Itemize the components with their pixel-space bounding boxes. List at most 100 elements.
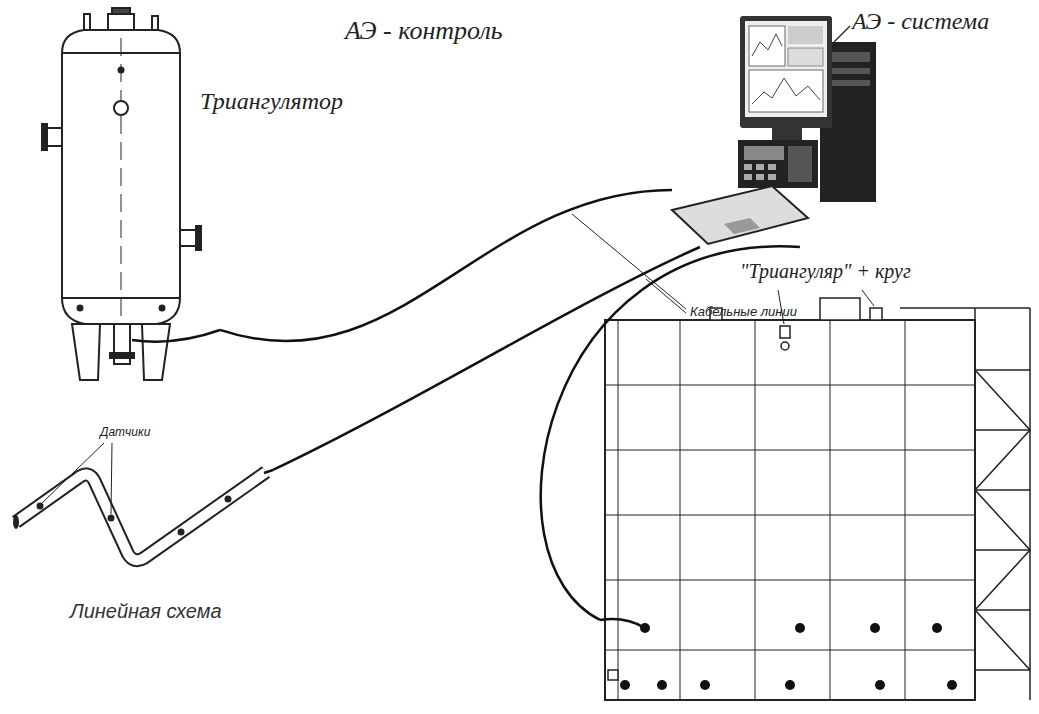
tank-illustration-part-part [605, 450, 975, 451]
tank-illustration-part-part [618, 320, 619, 700]
computer-illustration-part [740, 16, 832, 128]
tank-illustration-part-part [785, 680, 795, 690]
pipe-illustration-part [16, 472, 266, 560]
cable-label: Кабельные линии [690, 305, 797, 320]
computer-illustration-part [745, 21, 827, 117]
vessel-node: Триангулятор [40, 8, 220, 388]
pipe-illustration [13, 472, 266, 560]
computer-illustration-part-part [768, 174, 776, 180]
vessel-illustration-part [108, 14, 134, 30]
tank-illustration-part-part [975, 489, 1030, 491]
pipe-illustration-part [16, 472, 266, 560]
tank-illustration-part-part [680, 320, 681, 700]
tank-illustration-part-part [605, 385, 975, 386]
computer-illustration-part [672, 186, 808, 244]
tank-illustration [600, 298, 1030, 700]
vessel-illustration-part [180, 230, 196, 246]
tank-illustration-part [605, 320, 975, 700]
pipe-illustration-part [225, 496, 232, 503]
vessel-illustration-part [110, 353, 134, 358]
computer-illustration-part [749, 70, 823, 112]
tank-illustration-part-part [974, 308, 976, 700]
vessel-illustration-part [121, 38, 122, 320]
tank-illustration-part [900, 307, 1030, 309]
tank-illustration-part-part [975, 549, 1030, 551]
computer-illustration [672, 16, 876, 244]
tank-illustration-part-part [975, 429, 1030, 431]
computer-illustration-part [826, 52, 870, 62]
vessel-illustration-part [62, 30, 180, 324]
leader-line [111, 443, 112, 514]
tank-illustration-part-part [975, 369, 1030, 371]
computer-illustration-part [724, 218, 760, 234]
cable-group [220, 190, 800, 620]
tank-illustration-part-part [947, 680, 957, 690]
pipe-illustration-part [13, 515, 19, 529]
system-label: АЭ - система [852, 8, 989, 36]
tank-illustration-part [600, 619, 645, 628]
tank-illustration-part-part [932, 623, 942, 633]
computer-illustration-part-part [744, 174, 752, 180]
pipe-label: Линейная схема [70, 600, 222, 623]
tank-illustration-part-part [605, 650, 975, 651]
computer-illustration-part [788, 48, 823, 66]
vessel-illustration-part [114, 101, 128, 115]
tank-illustration-part-part [875, 680, 885, 690]
computer-illustration-part [744, 164, 776, 180]
vessel-illustration-part [46, 128, 62, 146]
vessel-label: Триангулятор [200, 88, 343, 116]
leader-line [862, 290, 874, 306]
vessel-illustration-part [78, 306, 83, 311]
computer-illustration-part [826, 68, 870, 74]
tank-illustration-part-part [605, 515, 975, 516]
vessel-illustration-part [160, 306, 165, 311]
tank-illustration-part-part [620, 680, 630, 690]
computer-illustration-part-part [756, 174, 764, 180]
tank-illustration-part-part [755, 320, 756, 700]
tank-illustration-part-part [605, 580, 975, 581]
vessel-illustration-part [142, 324, 170, 380]
tank-illustration-part-part [975, 609, 1030, 611]
tank-illustration-part [620, 623, 957, 690]
vessel-illustration-part [84, 14, 90, 30]
computer-illustration-part [749, 26, 785, 66]
vessel-illustration-part [42, 124, 47, 150]
computer-illustration-part-part [756, 164, 764, 170]
vessel-illustration-part [152, 16, 158, 30]
tank-illustration-part-part [975, 370, 1030, 670]
vessel-illustration-part [72, 324, 100, 380]
computer-illustration-part [744, 146, 784, 160]
cable-line [541, 246, 800, 620]
vessel-illustration-part [112, 8, 130, 14]
vessel-illustration [42, 8, 201, 380]
tank-illustration-part [608, 670, 618, 680]
computer-illustration-part [788, 26, 823, 44]
tank-illustration-part [975, 308, 1030, 700]
cable-line [273, 247, 700, 470]
tank-illustration-part-part [975, 669, 1030, 671]
sensor-label: Датчики [100, 426, 150, 440]
vessel-illustration-part [196, 226, 201, 250]
ae-system-node: АЭ - система [672, 12, 887, 247]
tank-illustration-part [781, 342, 789, 350]
computer-illustration-part [826, 80, 870, 86]
computer-illustration-part [752, 34, 782, 56]
tank-illustration-part [605, 320, 975, 700]
pipe-illustration-part [178, 529, 185, 536]
computer-illustration-part [752, 78, 820, 104]
tank-illustration-part [820, 298, 860, 320]
leader-line [834, 26, 850, 42]
tank-illustration-part-part [870, 623, 880, 633]
computer-illustration-part-part [768, 164, 776, 170]
pipe-illustration-part [108, 515, 115, 522]
pipe-illustration-part [37, 503, 44, 510]
diagram-title: АЭ - контроль [345, 16, 503, 46]
tank-illustration-part-part [795, 623, 805, 633]
tank-illustration-part-part [830, 320, 831, 700]
tank-illustration-part-part [657, 680, 667, 690]
computer-illustration-part-part [744, 164, 752, 170]
cable-line [264, 470, 273, 473]
pipe-node: Линейная схема [8, 450, 273, 600]
tank-illustration-part [780, 326, 790, 338]
